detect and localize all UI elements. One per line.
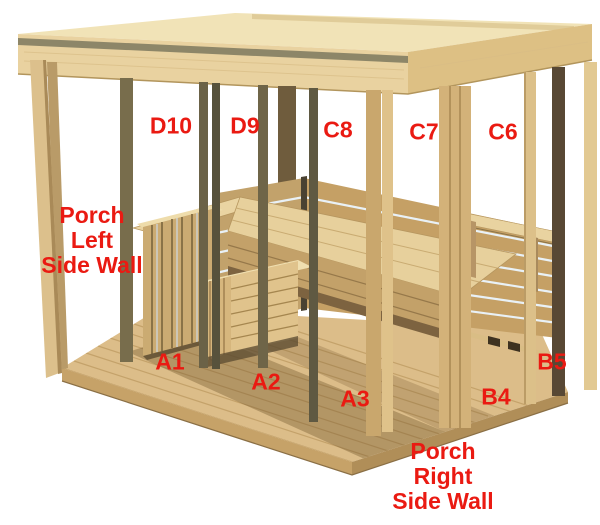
label-b5: B5	[537, 348, 567, 375]
label-d10: D10	[149, 112, 193, 139]
label-a3: A3	[340, 385, 370, 412]
frame-posts	[30, 60, 597, 436]
post-d9-right	[258, 85, 268, 368]
post-right-dark	[552, 67, 565, 396]
label-c6: C6	[488, 118, 518, 145]
post-left-outer-corner	[30, 60, 62, 378]
post-c6-right	[524, 72, 536, 404]
label-c7: C7	[409, 118, 439, 145]
label-a2: A2	[251, 368, 281, 395]
roof-gray-trim	[18, 38, 408, 63]
post-right-outer-corner	[584, 62, 597, 390]
floor-front-left-edge	[62, 368, 352, 475]
post-d10-right	[199, 82, 208, 368]
label-d9: D9	[230, 112, 260, 139]
post-d9-left	[212, 83, 220, 369]
label-b4: B4	[481, 383, 511, 410]
label-porch-left-side-wall: Porch Left Side Wall	[41, 201, 143, 278]
post-left-wall-2	[120, 78, 133, 362]
post-left-inner-lean	[47, 62, 68, 370]
post-c8-left	[309, 88, 318, 422]
lower-step-bench	[203, 260, 312, 368]
label-c8: C8	[323, 116, 353, 143]
post-front-right-corner	[366, 90, 381, 436]
roof-assembly	[17, 13, 593, 95]
label-a1: A1	[155, 348, 185, 375]
post-front-right-corner-2	[382, 90, 393, 432]
post-c7-right-pair	[439, 86, 471, 428]
label-porch-right-side-wall: Porch Right Side Wall	[392, 437, 494, 514]
floor-front-right-edge	[352, 392, 568, 475]
